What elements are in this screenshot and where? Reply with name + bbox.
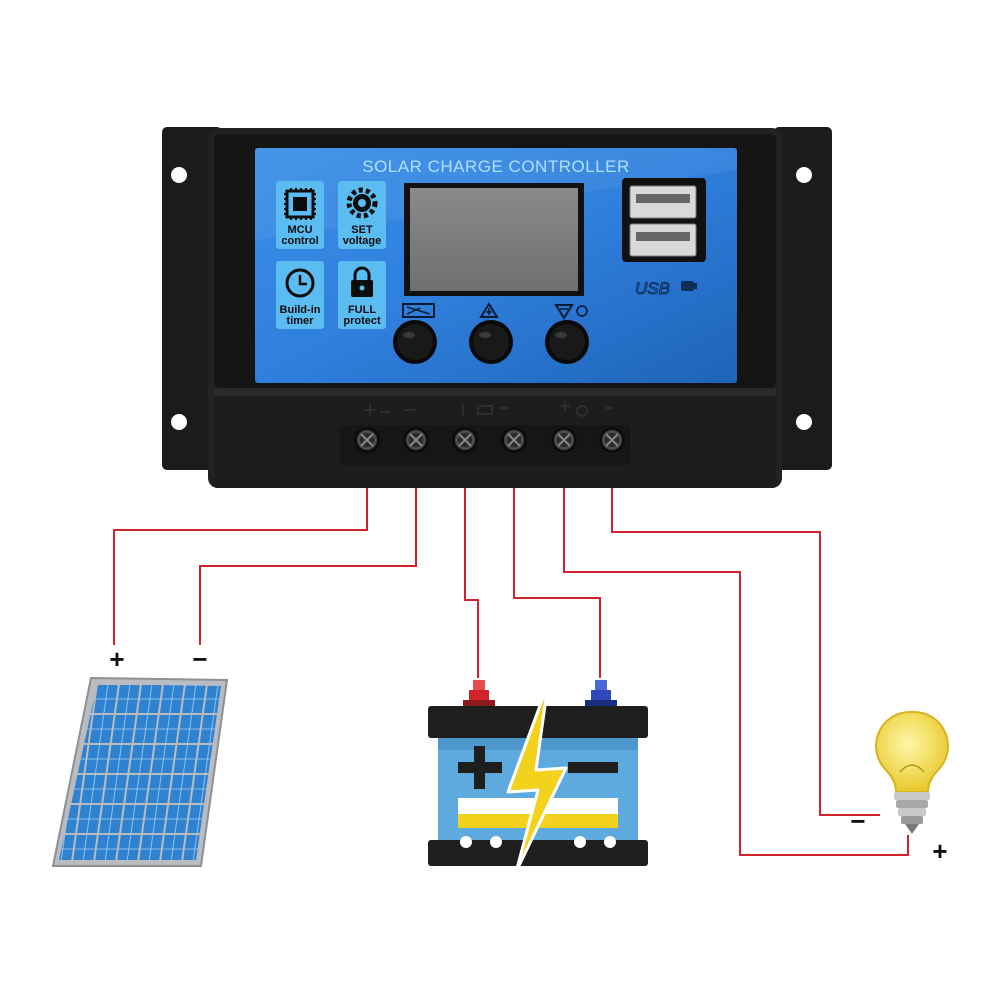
svg-text:control: control xyxy=(281,235,318,247)
feature-tile-timer: Build-in timer xyxy=(276,261,324,329)
terminal-battery-negative xyxy=(501,427,527,453)
svg-text:voltage: voltage xyxy=(343,235,382,247)
battery-minus-mark xyxy=(568,762,618,773)
mounting-hole xyxy=(796,167,812,183)
lock-icon xyxy=(351,266,373,297)
feature-tile-protect: FULL protect xyxy=(338,261,386,329)
gear-icon xyxy=(346,187,378,219)
charge-controller: SOLAR CHARGE CONTROLLER MCU control SET … xyxy=(162,127,832,488)
terminal-symbols xyxy=(363,401,613,417)
terminal-load-negative xyxy=(599,427,625,453)
light-bulb: − + xyxy=(850,710,949,866)
menu-icon xyxy=(402,303,435,318)
usb-label: USB xyxy=(635,279,670,298)
wire-load-positive xyxy=(563,452,909,856)
terminal-solar-positive xyxy=(354,427,380,453)
up-button[interactable] xyxy=(469,320,513,364)
usb-ports[interactable] xyxy=(622,178,706,262)
mounting-hole xyxy=(796,414,812,430)
solar-plus-label: + xyxy=(109,644,124,674)
svg-text:MCU: MCU xyxy=(287,224,312,236)
lcd-screen xyxy=(410,188,578,291)
wire-battery-negative xyxy=(513,452,601,678)
wire-load-negative xyxy=(611,452,880,816)
svg-text:FULL: FULL xyxy=(348,304,376,316)
mounting-tab-left xyxy=(162,127,222,470)
up-arrow-icon xyxy=(479,302,499,318)
down-arrow-icon xyxy=(554,304,588,320)
svg-text:SET: SET xyxy=(351,224,373,236)
bulb-minus-label: − xyxy=(850,806,865,836)
svg-text:timer: timer xyxy=(287,315,315,327)
wires xyxy=(113,452,909,856)
solar-minus-label: − xyxy=(192,644,207,674)
menu-button[interactable] xyxy=(393,320,437,364)
clock-icon xyxy=(285,268,315,298)
wire-battery-positive xyxy=(464,452,479,678)
lightning-bolt-icon xyxy=(506,682,568,874)
controller-title: SOLAR CHARGE CONTROLLER xyxy=(362,157,630,176)
chip-icon xyxy=(284,188,316,220)
battery-terminal-negative xyxy=(585,680,617,706)
mounting-hole xyxy=(171,167,187,183)
terminal-screws xyxy=(354,427,625,453)
battery-terminal-positive xyxy=(463,680,495,706)
solar-panel: + − xyxy=(51,644,229,867)
mounting-hole xyxy=(171,414,187,430)
usb-icon xyxy=(681,281,694,291)
mounting-tab-right xyxy=(774,127,832,470)
terminal-battery-positive xyxy=(452,427,478,453)
feature-tile-mcu: MCU control xyxy=(276,181,324,249)
wire-solar-negative xyxy=(199,452,417,645)
battery xyxy=(428,680,648,874)
svg-text:protect: protect xyxy=(343,315,381,327)
wire-solar-positive xyxy=(113,452,368,645)
terminal-load-positive xyxy=(551,427,577,453)
bulb-plus-label: + xyxy=(932,836,947,866)
terminal-solar-negative xyxy=(403,427,429,453)
svg-text:Build-in: Build-in xyxy=(280,304,321,316)
down-button[interactable] xyxy=(545,320,589,364)
feature-tile-set-voltage: SET voltage xyxy=(338,181,386,249)
